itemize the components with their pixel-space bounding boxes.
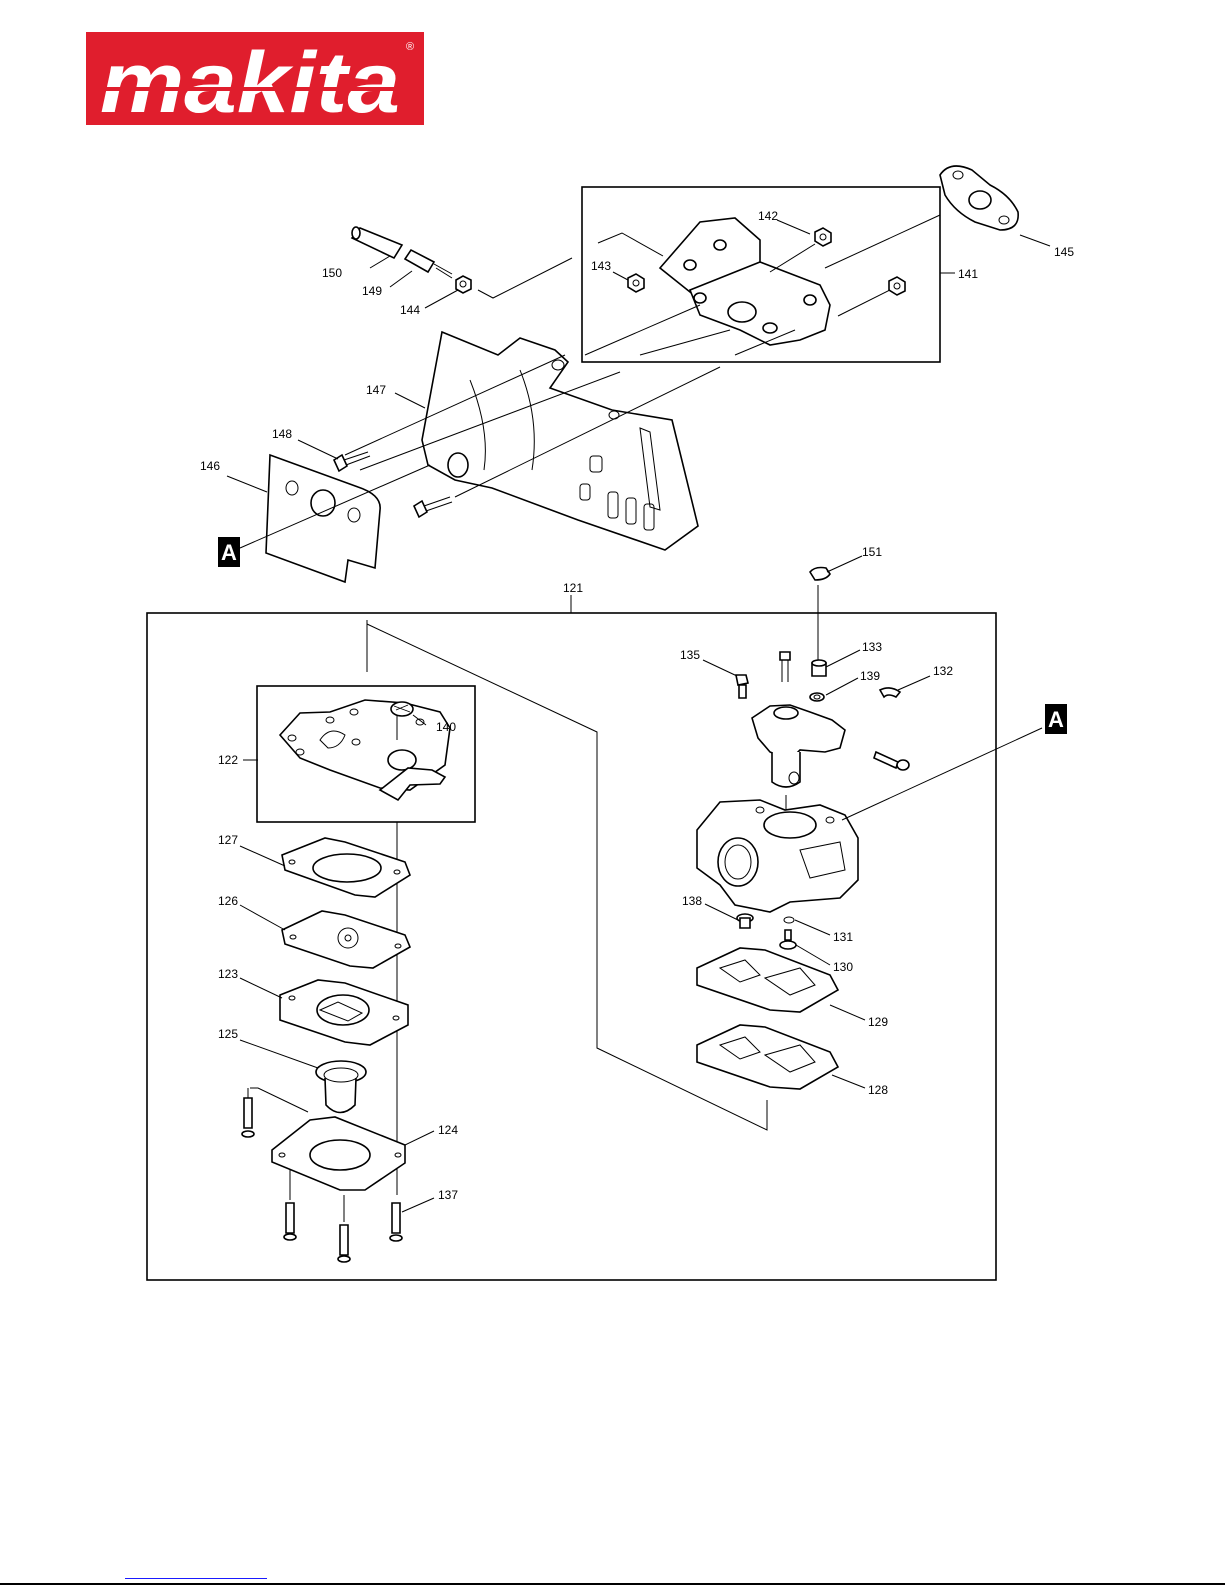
nut-144 <box>456 276 471 293</box>
callout-141: 141 <box>958 267 978 281</box>
callout-128: 128 <box>868 1083 888 1097</box>
callout-142: 142 <box>758 209 778 223</box>
pump-cover-122 <box>280 700 450 800</box>
callout-139: 139 <box>860 669 880 683</box>
callout-labels: 121 122 123 124 125 126 127 128 129 130 … <box>200 209 1074 1202</box>
filter-screen-140 <box>391 702 413 716</box>
o-ring-131 <box>784 917 794 923</box>
clip-151 <box>810 568 830 581</box>
svg-text:A: A <box>1048 707 1064 732</box>
needle-130 <box>780 930 796 949</box>
reference-mark-a-right: A <box>1045 704 1067 734</box>
part-box-121 <box>147 613 996 1280</box>
svg-text:A: A <box>221 540 237 565</box>
cap-150 <box>352 227 402 258</box>
screw-137-a <box>242 1098 254 1137</box>
adjust-screw-149 <box>405 250 452 278</box>
gasket-128 <box>697 1025 838 1089</box>
callout-147: 147 <box>366 383 386 397</box>
callout-137: 137 <box>438 1188 458 1202</box>
callout-130: 130 <box>833 960 853 974</box>
callout-151: 151 <box>862 545 882 559</box>
callout-143: 143 <box>591 259 611 273</box>
callout-123: 123 <box>218 967 238 981</box>
plug-138 <box>737 914 753 928</box>
callout-122: 122 <box>218 753 238 767</box>
callout-124: 124 <box>438 1123 458 1137</box>
callout-133: 133 <box>862 640 882 654</box>
screw-137-b <box>284 1203 296 1240</box>
gasket-127 <box>282 838 410 897</box>
screw-137-d <box>390 1203 402 1241</box>
gasket-145 <box>940 166 1018 230</box>
callout-149: 149 <box>362 284 382 298</box>
callout-146: 146 <box>200 459 220 473</box>
primer-cup-125 <box>316 1061 366 1113</box>
carburetor-insulator-block <box>660 218 830 345</box>
callout-145: 145 <box>1054 245 1074 259</box>
callout-121: 121 <box>563 581 583 595</box>
callout-129: 129 <box>868 1015 888 1029</box>
callout-125: 125 <box>218 1027 238 1041</box>
callout-135: 135 <box>680 648 700 662</box>
callout-132: 132 <box>933 664 953 678</box>
footer-link-underline[interactable] <box>125 1566 267 1579</box>
metering-plate-123 <box>280 980 408 1045</box>
screw-lever <box>874 752 909 770</box>
plug-133 <box>812 660 826 676</box>
screw-137-c <box>338 1225 350 1262</box>
heat-shield-147 <box>422 332 698 550</box>
throttle-lever-assembly <box>752 705 845 787</box>
screw-top <box>780 652 790 682</box>
washer-139 <box>810 693 824 701</box>
diaphragm-126 <box>282 911 410 968</box>
carburetor-body <box>697 800 858 912</box>
gasket-146 <box>266 455 380 582</box>
reference-mark-a-left: A <box>218 537 240 567</box>
callout-138: 138 <box>682 894 702 908</box>
nut-142 <box>815 228 831 246</box>
screw-148b <box>414 497 452 517</box>
pump-cover-124 <box>272 1117 405 1190</box>
callout-126: 126 <box>218 894 238 908</box>
screw-135 <box>736 675 748 698</box>
nut-143 <box>628 274 644 292</box>
callout-127: 127 <box>218 833 238 847</box>
callout-140: 140 <box>436 720 456 734</box>
callout-131: 131 <box>833 930 853 944</box>
callout-150: 150 <box>322 266 342 280</box>
nut-loose <box>889 277 905 295</box>
callout-148: 148 <box>272 427 292 441</box>
callout-144: 144 <box>400 303 420 317</box>
e-ring-132 <box>880 688 900 697</box>
